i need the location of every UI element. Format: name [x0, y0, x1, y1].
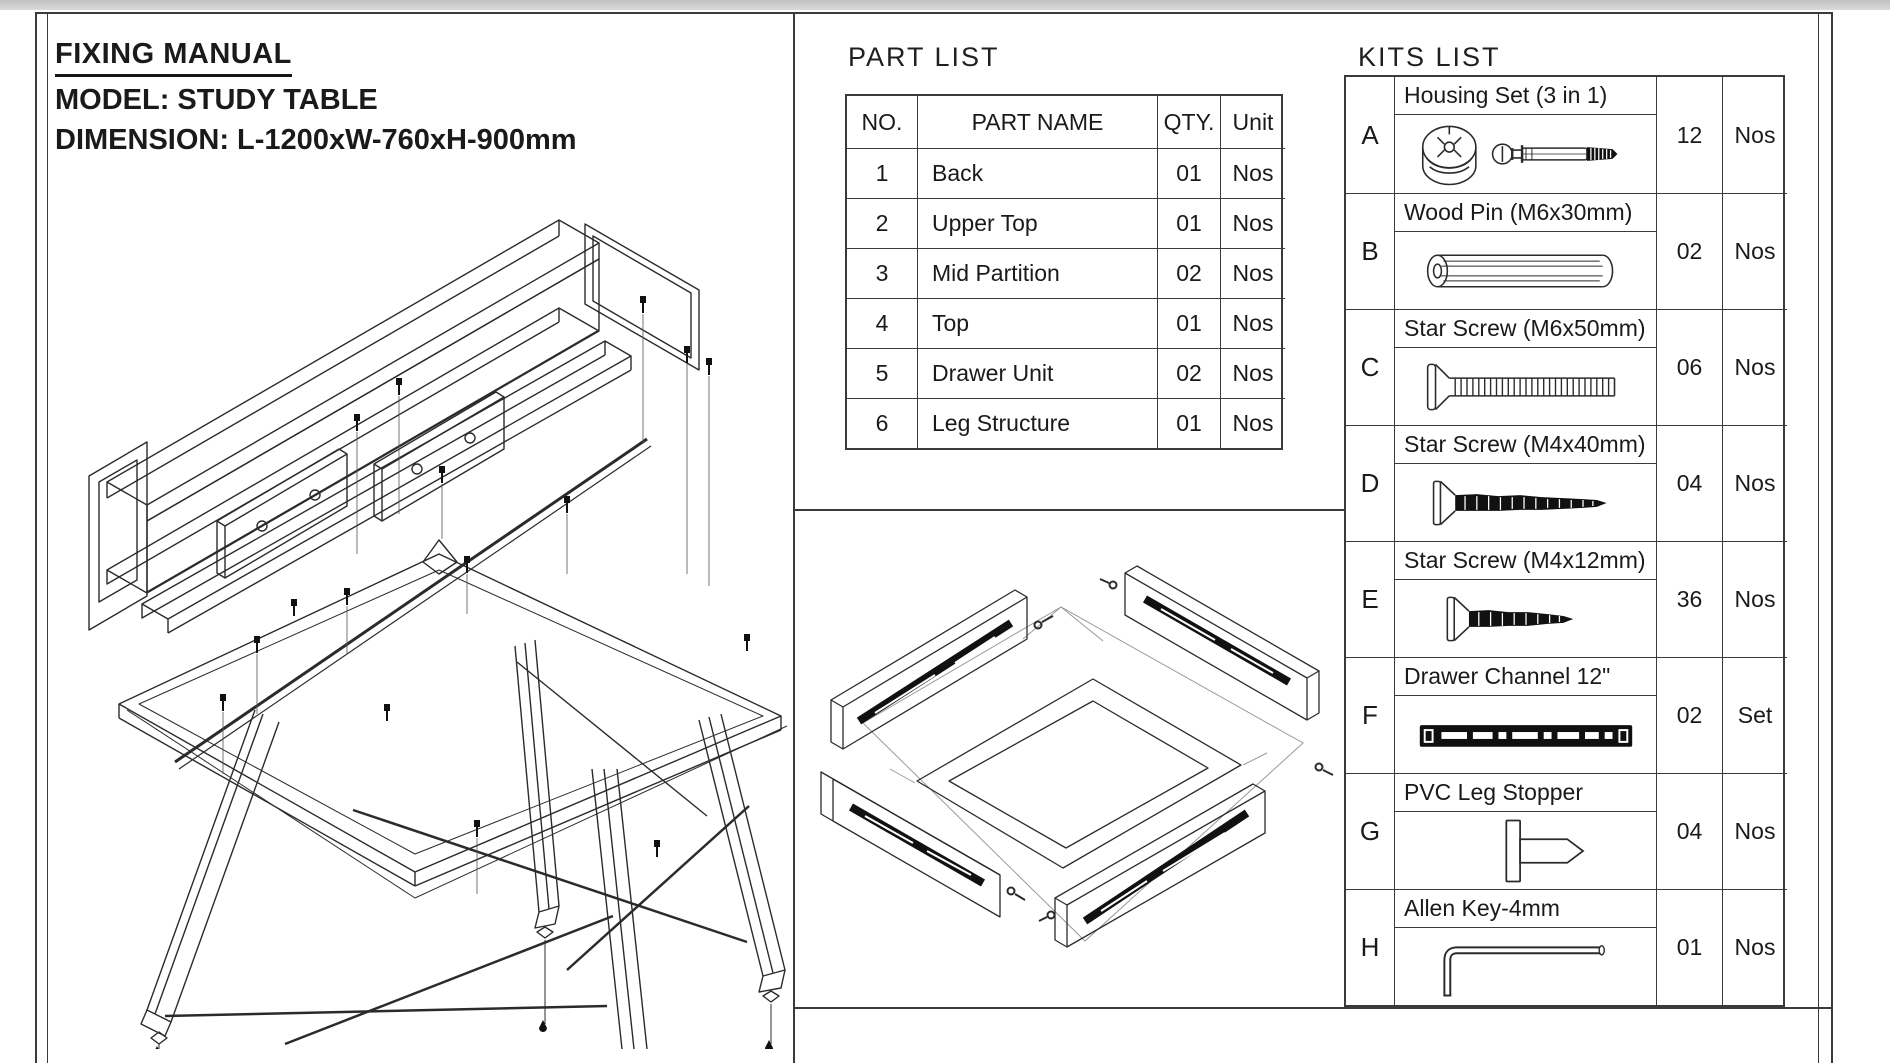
wood-dowel-icon [1395, 232, 1656, 309]
kit-row-qty: 36 [1656, 541, 1722, 657]
kit-row-label: Wood Pin (M6x30mm) [1395, 194, 1656, 232]
scan-edge-strip [0, 0, 1890, 10]
exploded-study-table-drawing [47, 14, 794, 1049]
part-row-qty: 02 [1157, 348, 1220, 398]
drawer-channel-icon [1395, 696, 1656, 773]
kit-row-label: Allen Key-4mm [1395, 890, 1656, 928]
kit-row-code: E [1346, 541, 1394, 657]
kit-row-unit: Nos [1722, 309, 1787, 425]
kit-row-label: PVC Leg Stopper [1395, 774, 1656, 812]
kit-row-unit: Nos [1722, 425, 1787, 541]
part-row-name: Top [917, 298, 1157, 348]
kit-row-unit: Nos [1722, 889, 1787, 1005]
kits-list-table: A Housing Set (3 in 1) [1344, 75, 1787, 1007]
kit-row-code: G [1346, 773, 1394, 889]
kit-row-label: Star Screw (M4x40mm) [1395, 426, 1656, 464]
model-line: MODEL: STUDY TABLE [55, 84, 378, 116]
part-list-table: NO. PART NAME QTY. Unit 1 Back 01 Nos 2 … [845, 94, 1285, 450]
kit-row-qty: 02 [1656, 657, 1722, 773]
kit-row-label: Star Screw (M4x12mm) [1395, 542, 1656, 580]
part-row-no: 5 [847, 348, 917, 398]
part-row-unit: Nos [1220, 248, 1285, 298]
part-row-qty: 01 [1157, 198, 1220, 248]
kit-row-label: Drawer Channel 12" [1395, 658, 1656, 696]
kit-row-label: Housing Set (3 in 1) [1395, 77, 1656, 115]
kit-row-code: A [1361, 119, 1379, 150]
part-row-qty: 01 [1157, 298, 1220, 348]
kit-row-name-cell: Star Screw (M6x50mm) [1394, 309, 1656, 425]
kits-list-title: KITS LIST [1358, 42, 1501, 72]
part-row-qty: 01 [1157, 148, 1220, 198]
kit-row-label: Star Screw (M6x50mm) [1395, 310, 1656, 348]
kit-row-qty: 04 [1656, 773, 1722, 889]
part-row-name: Upper Top [917, 198, 1157, 248]
part-row-no: 6 [847, 398, 917, 448]
drawer-unit-exploded-drawing [795, 511, 1344, 1005]
page-title: FIXING MANUAL [55, 38, 292, 77]
kit-row-code: F [1346, 657, 1394, 773]
kit-row-qty: 06 [1656, 309, 1722, 425]
frame-top [35, 12, 1832, 14]
bottom-rule [793, 1007, 1833, 1009]
frame-right-outer [1831, 12, 1833, 1063]
part-row-no: 1 [847, 148, 917, 198]
part-row-name: Leg Structure [917, 398, 1157, 448]
part-row-unit: Nos [1220, 198, 1285, 248]
part-col-header-qty: QTY. [1157, 96, 1220, 148]
kit-row-qty: 12 [1656, 77, 1722, 193]
part-row-name: Mid Partition [917, 248, 1157, 298]
part-col-header-name: PART NAME [917, 96, 1157, 148]
part-row-name: Drawer Unit [917, 348, 1157, 398]
machine-screw-icon [1395, 348, 1656, 425]
wood-screw-long-icon [1395, 464, 1656, 541]
part-col-header-unit: Unit [1220, 96, 1285, 148]
kit-row-qty: 02 [1656, 193, 1722, 309]
frame-left-outer [35, 12, 37, 1063]
kit-row-name-cell: PVC Leg Stopper [1394, 773, 1656, 889]
center-divider [793, 12, 795, 1063]
kit-row-unit: Nos [1722, 541, 1787, 657]
kit-row-unit: Set [1722, 657, 1787, 773]
kit-row-unit: Nos [1722, 77, 1787, 193]
part-row-no: 4 [847, 298, 917, 348]
kit-row-code: H [1346, 889, 1394, 1005]
part-row-name: Back [917, 148, 1157, 198]
kit-row-code: D [1346, 425, 1394, 541]
part-row-unit: Nos [1220, 148, 1285, 198]
kit-row-name-cell: Wood Pin (M6x30mm) [1394, 193, 1656, 309]
kit-row-name-cell: Star Screw (M4x12mm) [1394, 541, 1656, 657]
frame-right-inner [1818, 12, 1819, 1063]
kit-row-name-cell: Drawer Channel 12" [1394, 657, 1656, 773]
part-list-title: PART LIST [848, 42, 1000, 72]
part-row-unit: Nos [1220, 298, 1285, 348]
part-row-no: 3 [847, 248, 917, 298]
part-row-unit: Nos [1220, 348, 1285, 398]
part-row-no: 2 [847, 198, 917, 248]
dimension-line: DIMENSION: L-1200xW-760xH-900mm [55, 124, 577, 156]
kit-row-code: B [1346, 193, 1394, 309]
kit-row-unit: Nos [1722, 773, 1787, 889]
part-row-qty: 01 [1157, 398, 1220, 448]
allen-key-icon [1395, 928, 1656, 1005]
part-col-header-no: NO. [861, 108, 903, 135]
leg-stopper-icon [1395, 812, 1656, 889]
kit-row-unit: Nos [1722, 193, 1787, 309]
kit-row-qty: 04 [1656, 425, 1722, 541]
kit-row-qty: 01 [1656, 889, 1722, 1005]
part-row-unit: Nos [1220, 398, 1285, 448]
kit-row-name-cell: Star Screw (M4x40mm) [1394, 425, 1656, 541]
kit-row-code: C [1346, 309, 1394, 425]
kit-row-name-cell: Housing Set (3 in 1) [1394, 77, 1656, 193]
kit-row-name-cell: Allen Key-4mm [1394, 889, 1656, 1005]
wood-screw-short-icon [1395, 580, 1656, 657]
frame-left-inner [47, 12, 48, 1063]
part-row-qty: 02 [1157, 248, 1220, 298]
cam-lock-and-bolt-icon [1395, 115, 1656, 193]
drawer-box-top [793, 509, 1346, 511]
title-block: FIXING MANUAL MODEL: STUDY TABLE DIMENSI… [55, 38, 577, 157]
